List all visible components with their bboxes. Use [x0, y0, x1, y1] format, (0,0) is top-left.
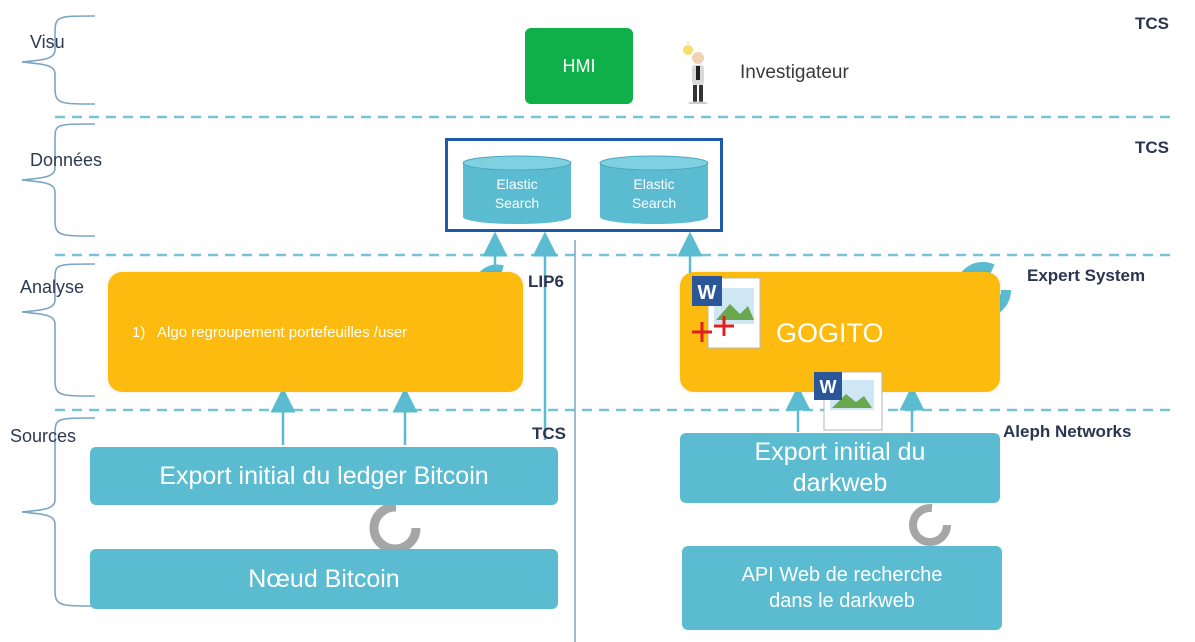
- word-document-icon-2: W: [812, 370, 886, 432]
- layer-label-analyse: Analyse: [20, 277, 85, 297]
- db1-line2: Search: [494, 195, 540, 211]
- brace-donnees: [21, 123, 96, 237]
- export-darkweb-box: Export initial du darkweb: [680, 433, 1000, 503]
- elastic-search-db-1: Elastic Search: [461, 153, 573, 225]
- api-web-line1: API Web de recherche: [741, 564, 943, 586]
- owner-visu: TCS: [1135, 14, 1169, 33]
- noeud-bitcoin-label: Nœud Bitcoin: [248, 564, 400, 593]
- db2-line1: Elastic: [633, 176, 675, 192]
- owner-donnees: TCS: [1135, 138, 1169, 157]
- brace-analyse: [21, 263, 96, 397]
- export-darkweb-line1: Export initial du: [754, 438, 926, 466]
- hmi-label: HMI: [562, 55, 596, 76]
- cycle-icon-darkweb: [909, 504, 951, 546]
- cycle-icon-bitcoin: [369, 502, 421, 554]
- db1-line1: Elastic: [496, 176, 538, 192]
- layer-label-sources: Sources: [10, 426, 77, 446]
- word-document-icon: W: [690, 274, 764, 352]
- owner-lip6: LIP6: [528, 272, 564, 291]
- api-web-box: API Web de recherche dans le darkweb: [682, 546, 1002, 630]
- api-web-line2: dans le darkweb: [769, 590, 915, 612]
- brace-sources: [21, 417, 96, 607]
- export-bitcoin-label: Export initial du ledger Bitcoin: [159, 461, 489, 490]
- svg-text:W: W: [698, 282, 717, 304]
- owner-expert-system: Expert System: [1027, 266, 1146, 285]
- person-lightbulb-icon: [676, 42, 716, 105]
- export-darkweb-line2: darkweb: [792, 469, 888, 497]
- export-bitcoin-box: Export initial du ledger Bitcoin: [90, 447, 558, 505]
- investigator-label: Investigateur: [740, 62, 849, 83]
- layer-label-visu: Visu: [30, 32, 65, 52]
- algo-box: [108, 272, 523, 392]
- noeud-bitcoin-box: Nœud Bitcoin: [90, 549, 558, 609]
- hmi-box: HMI: [525, 28, 633, 104]
- elastic-search-db-2: Elastic Search: [598, 153, 710, 225]
- owner-sources-tcs: TCS: [532, 424, 566, 443]
- algo-label: 1) Algo regroupement portefeuilles /user: [132, 324, 408, 341]
- gogito-label: GOGITO: [776, 318, 884, 348]
- owner-aleph: Aleph Networks: [1003, 422, 1132, 441]
- layer-label-donnees: Données: [30, 150, 103, 170]
- svg-text:W: W: [820, 377, 837, 397]
- db2-line2: Search: [631, 195, 677, 211]
- brace-visu: [21, 15, 96, 105]
